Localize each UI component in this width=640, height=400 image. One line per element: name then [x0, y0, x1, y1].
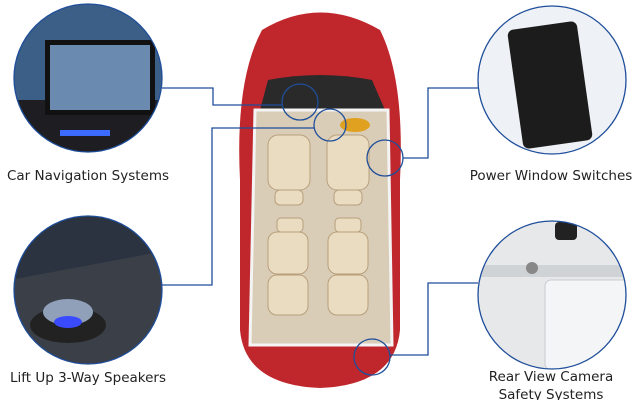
label-rear-camera-line1: Rear View Camera	[488, 369, 614, 385]
label-power-window: Power Window Switches	[469, 168, 633, 184]
navigation-photo	[14, 4, 162, 152]
label-car-navigation: Car Navigation Systems	[6, 168, 170, 184]
label-rear-camera-line2: Safety Systems	[498, 387, 604, 400]
rear-camera-photo	[478, 221, 626, 369]
car-top-view	[239, 12, 401, 388]
label-rear-camera: Rear View Camera Safety Systems	[462, 368, 640, 400]
speaker-photo	[14, 216, 162, 364]
window-switch-photo	[478, 6, 626, 154]
callout-lines	[13, 3, 627, 376]
label-speakers: Lift Up 3-Way Speakers	[9, 370, 166, 386]
